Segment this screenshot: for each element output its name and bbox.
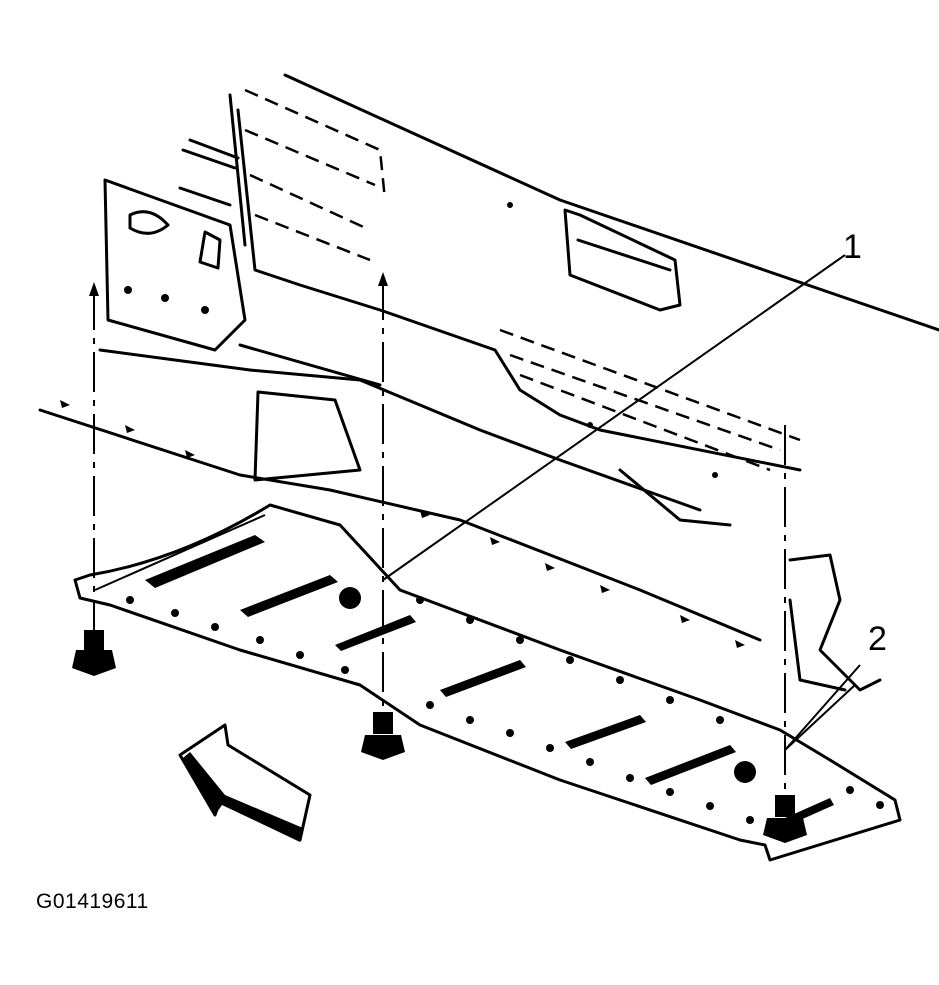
bolt-center [361, 272, 405, 760]
leader-line-1 [382, 254, 846, 581]
front-direction-arrow [178, 723, 312, 842]
bolt-left [72, 282, 116, 676]
callout-1: 1 [843, 228, 862, 266]
bolt-right [763, 425, 807, 843]
leader-line-2a [784, 664, 861, 751]
leader-line-2b [784, 684, 856, 751]
vehicle-frame [38, 73, 939, 692]
callout-2: 2 [868, 620, 887, 658]
underbody-shield [73, 503, 902, 862]
figure-id: G01419611 [36, 890, 149, 913]
